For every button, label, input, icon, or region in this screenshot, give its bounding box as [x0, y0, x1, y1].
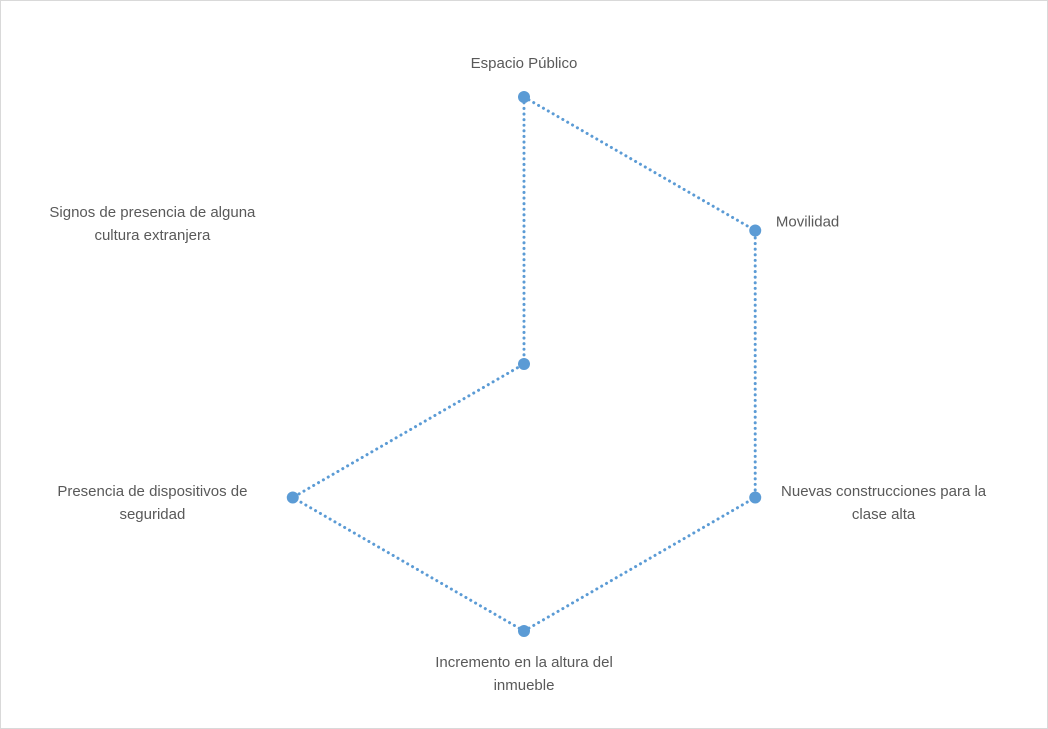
axis-label: Presencia de dispositivos de seguridad [57, 483, 247, 523]
data-point [749, 224, 762, 237]
axis-label-line: Incremento en la altura del [435, 654, 613, 671]
axis-label-line: clase alta [852, 506, 916, 523]
axis-label-line: cultura extranjera [94, 227, 211, 244]
data-point [286, 491, 299, 504]
axis-label-line: Espacio Público [471, 55, 578, 72]
axis-label: Incremento en la altura del inmueble [435, 654, 613, 694]
data-point [518, 625, 530, 637]
axis-label-line: Nuevas construcciones para la [781, 483, 987, 500]
axis-label: Signos de presencia de alguna cultura ext… [49, 204, 256, 244]
data-point [518, 358, 530, 370]
data-point [518, 91, 530, 103]
axis-label: Espacio Público [471, 55, 578, 72]
axis-label-line: Signos de presencia de alguna [49, 204, 256, 221]
axis-label-line: Presencia de dispositivos de [57, 483, 247, 500]
axis-label-line: seguridad [119, 506, 185, 523]
axis-label: Nuevas construcciones para la clase alta [781, 483, 987, 523]
axis-label-line: Movilidad [776, 214, 839, 231]
data-point [749, 491, 762, 504]
axis-label-line: inmueble [494, 677, 555, 694]
axis-label: Movilidad [776, 214, 839, 231]
